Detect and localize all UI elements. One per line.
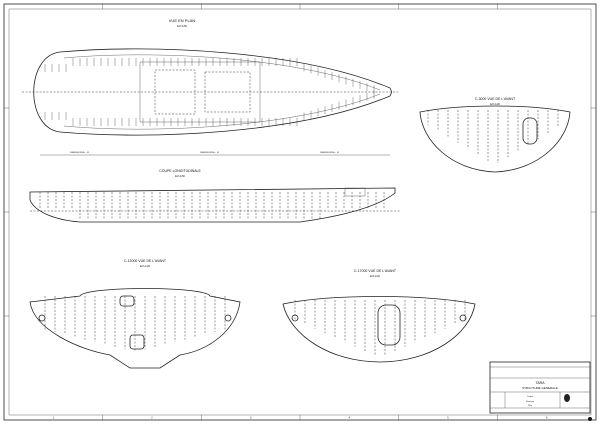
section-c-opening xyxy=(377,304,401,346)
title-row: Coque xyxy=(527,396,534,398)
profile-view-title: COUPE LONGITUDINALE xyxy=(159,169,201,173)
profile-hull-outline xyxy=(29,187,396,223)
section-c-hole xyxy=(291,314,299,322)
title-block-frame xyxy=(489,361,591,414)
section-a-title: C-3000 VUE DE L'AVANT xyxy=(475,97,516,101)
border-zone-number: 2 xyxy=(151,417,153,420)
section-b-outline xyxy=(29,288,241,369)
border-zone-number: 1 xyxy=(53,417,55,420)
border-zone-number: 6 xyxy=(546,417,548,420)
project-name: TARA xyxy=(535,381,545,385)
plan-deckhouse xyxy=(139,61,261,123)
border-zone-number: 3 xyxy=(250,417,252,420)
section-c-scale: Ech 1/20 xyxy=(370,275,380,278)
sheet-border-inner xyxy=(8,8,592,416)
drawing-subject: STRUCTURE GENERALE xyxy=(522,386,558,390)
border-ticks: 1 2 3 4 5 6 xyxy=(4,4,596,420)
section-c-frames xyxy=(294,300,466,356)
section-b-opening xyxy=(119,295,135,307)
plan-hatch xyxy=(154,69,196,115)
dimension-label: DIMENSIONS A ... M xyxy=(200,151,219,154)
dimension-label: DIMENSIONS A ... M xyxy=(70,151,89,154)
title-row: Structure xyxy=(526,400,535,403)
profile-frames xyxy=(39,192,385,220)
section-c-title: C-17000 VUE DE L'AVANT xyxy=(354,269,397,273)
section-a-scale: Ech 1/20 xyxy=(490,103,500,106)
title-row: Plan xyxy=(528,405,532,407)
dimension-label: DIMENSIONS A ... M xyxy=(320,151,339,154)
sheet-border-outer xyxy=(3,3,597,421)
section-b-hole xyxy=(224,314,232,322)
section-b-scale: Ech 1/20 xyxy=(140,265,150,268)
plan-deck-line xyxy=(63,54,381,130)
logo-icon xyxy=(564,394,570,402)
section-a-opening xyxy=(522,117,538,145)
plan-view: VUE EN PLAN Ech 1/50 DIMENSIONS A ... M … xyxy=(22,18,400,156)
section-c: C-17000 VUE DE L'AVANT Ech 1/20 xyxy=(282,269,476,363)
corner-mark xyxy=(588,417,592,421)
plan-hull-outline xyxy=(33,48,392,136)
title-block: TARA STRUCTURE GENERALE Coque Structure … xyxy=(489,361,591,414)
border-zone-number: 5 xyxy=(447,417,449,420)
section-b-frames xyxy=(44,296,226,352)
section-b: C-12000 VUE DE L'AVANT Ech 1/20 xyxy=(29,259,241,369)
profile-deckhouse xyxy=(344,187,366,197)
profile-view-scale: Ech 1/50 xyxy=(175,175,185,178)
plan-view-scale: Ech 1/50 xyxy=(177,25,187,28)
section-c-outline xyxy=(282,296,476,363)
section-a-outline xyxy=(419,105,571,173)
section-a-frames xyxy=(427,110,559,164)
section-b-opening xyxy=(129,334,145,350)
plan-view-title: VUE EN PLAN xyxy=(169,18,196,23)
border-zone-number: 4 xyxy=(349,417,351,420)
profile-view: COUPE LONGITUDINALE Ech 1/50 xyxy=(29,169,400,223)
section-a: C-3000 VUE DE L'AVANT Ech 1/20 xyxy=(419,97,571,173)
section-c-hole xyxy=(459,314,467,322)
section-b-hole xyxy=(38,314,46,322)
section-b-title: C-12000 VUE DE L'AVANT xyxy=(124,259,167,263)
